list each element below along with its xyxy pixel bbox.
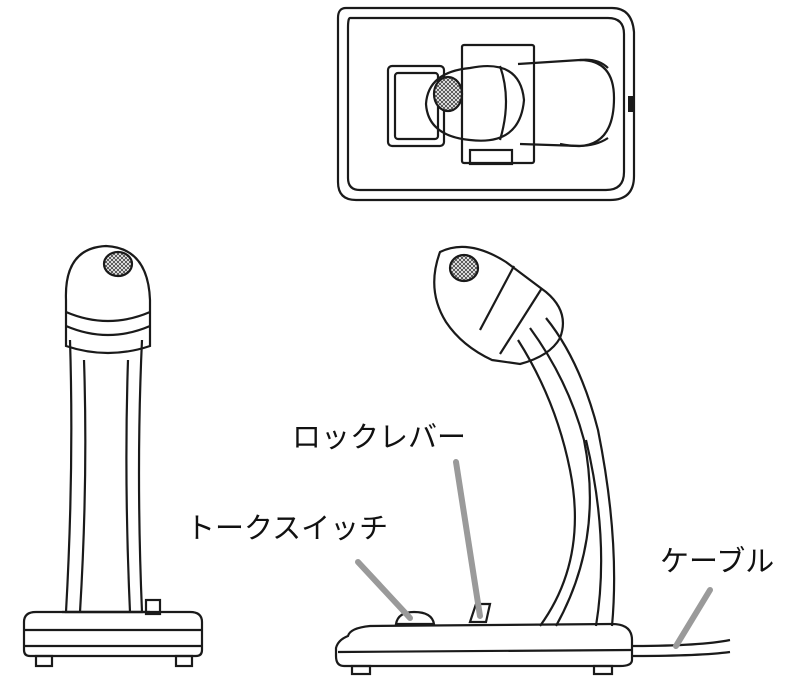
side-view-mic-head <box>433 245 564 366</box>
top-view-base-outer <box>336 6 636 202</box>
lock-lever-label: ロックレバー <box>292 420 467 454</box>
leader-lines <box>355 459 713 649</box>
top-view-base-inner <box>346 16 626 192</box>
cable-leader <box>673 587 713 649</box>
talk-switch-label: トークスイッチ <box>186 511 389 545</box>
front-view-mic-head <box>64 244 152 355</box>
side-view-lock-lever <box>468 602 492 624</box>
side-view-talk-switch <box>394 610 436 626</box>
top-view-switch <box>386 64 446 148</box>
top-view-grille <box>432 75 464 113</box>
side-view-grille <box>448 253 480 283</box>
side-view <box>334 245 731 676</box>
top-view <box>336 6 636 202</box>
top-view-stem <box>517 58 616 148</box>
side-view-cable <box>631 638 731 648</box>
side-view-stem <box>517 339 576 627</box>
front-view-stem <box>64 339 144 614</box>
front-view-base <box>22 610 204 658</box>
top-view-mic-head <box>424 64 526 142</box>
front-view-grille <box>102 250 134 278</box>
side-view-base <box>334 622 634 668</box>
talk-switch-leader <box>355 559 413 621</box>
cable-label: ケーブル <box>660 544 775 578</box>
front-view <box>22 244 204 668</box>
lock-lever-leader <box>453 459 483 619</box>
